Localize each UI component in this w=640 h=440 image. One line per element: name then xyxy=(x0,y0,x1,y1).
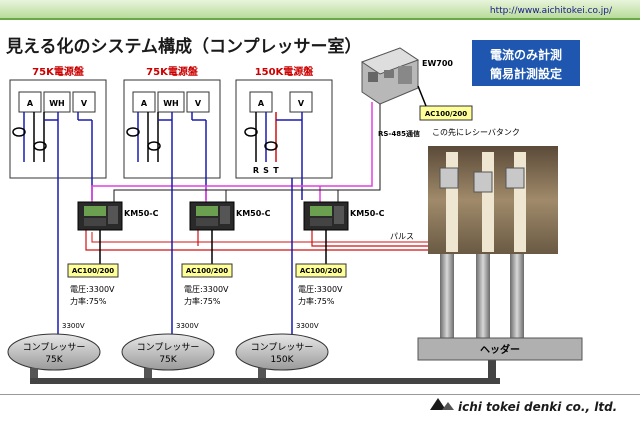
company-logo xyxy=(430,398,454,410)
badge-line1: 電流のみ計測 xyxy=(490,47,562,62)
pulse-label: パルス xyxy=(390,232,414,241)
feed-voltage-1: 3300V xyxy=(62,322,85,330)
ac-label-3-text: AC100/200 xyxy=(300,267,342,275)
company-name: ichi tokei denki co., ltd. xyxy=(458,400,617,414)
voltage-reading-3: 電圧:3300V xyxy=(298,285,343,294)
ac-label-top-text: AC100/200 xyxy=(425,110,467,118)
phase-label-t: T xyxy=(273,166,279,175)
voltage-reading-2: 電圧:3300V xyxy=(184,285,229,294)
compressor-2 xyxy=(121,333,215,371)
phase-label-s: S xyxy=(263,166,269,175)
header-manifold xyxy=(417,337,583,361)
compressor-3-name: コンプレッサー xyxy=(251,342,314,353)
feed-voltage-2: 3300V xyxy=(176,322,199,330)
badge-line2: 簡易計測設定 xyxy=(490,66,562,81)
meter-label: WH xyxy=(49,99,65,108)
compressor-2-size: 75K xyxy=(159,355,177,365)
meter-box xyxy=(289,91,313,113)
pf-reading-3: 力率:75% xyxy=(298,296,335,306)
meter-box xyxy=(43,91,71,113)
ew700-label: EW700 xyxy=(422,59,453,68)
pipe-1 xyxy=(440,254,454,338)
pulse-lines xyxy=(85,226,485,251)
panel-label-1: 75K電源盤 xyxy=(32,65,85,78)
compressor-1-size: 75K xyxy=(45,355,63,365)
header-url: http://www.aichitokei.co.jp/ xyxy=(490,6,613,16)
mode-badge xyxy=(472,40,580,86)
panel-label-3: 150K電源盤 xyxy=(255,65,315,78)
meter-box xyxy=(249,91,273,113)
ac-label-1-text: AC100/200 xyxy=(72,267,114,275)
meter-label: A xyxy=(258,99,265,108)
phase-label-r: R xyxy=(253,166,259,175)
km50-unit-2 xyxy=(189,201,235,231)
pipe-2 xyxy=(476,254,490,338)
ac-label-1 xyxy=(67,263,119,278)
voltage-reading-1: 電圧:3300V xyxy=(70,285,115,294)
compressor-3 xyxy=(235,333,329,371)
pipe-photo xyxy=(428,146,558,254)
compressor-2-name: コンプレッサー xyxy=(137,342,200,353)
panel-label-2: 75K電源盤 xyxy=(146,65,199,78)
receiver-note: この先にレシーバタンク xyxy=(432,127,520,137)
compressor-3-size: 150K xyxy=(270,355,294,365)
ew700-device xyxy=(360,47,420,105)
compressor-1-name: コンプレッサー xyxy=(23,342,86,353)
compressor-pipes xyxy=(30,360,500,384)
ac-label-top xyxy=(419,105,473,121)
pipe-3 xyxy=(510,254,524,338)
km50-label-2: KM50-C xyxy=(236,209,271,218)
meter-box xyxy=(157,91,185,113)
meter-label: A xyxy=(141,99,148,108)
meter-box xyxy=(18,91,42,113)
meter-label: V xyxy=(195,99,202,108)
meter-label: V xyxy=(81,99,88,108)
meter-box xyxy=(132,91,156,113)
rs485-label: RS-485通信 xyxy=(378,129,420,138)
meter-label: V xyxy=(298,99,305,108)
pf-reading-1: 力率:75% xyxy=(70,296,107,306)
meter-label: A xyxy=(27,99,34,108)
meter-label: WH xyxy=(163,99,179,108)
km50-unit-1 xyxy=(77,201,123,231)
feed-lines xyxy=(57,175,293,334)
page-title: 見える化のシステム構成（コンプレッサー室） xyxy=(5,36,361,57)
top-bar xyxy=(0,0,640,18)
ac-label-2-text: AC100/200 xyxy=(186,267,228,275)
feed-voltage-3: 3300V xyxy=(296,322,319,330)
meter-box xyxy=(186,91,210,113)
ac-label-3 xyxy=(295,263,347,278)
km50-label-3: KM50-C xyxy=(350,209,385,218)
header-manifold-label: ヘッダー xyxy=(480,343,520,356)
pf-reading-2: 力率:75% xyxy=(184,296,221,306)
km50-label-1: KM50-C xyxy=(124,209,159,218)
compressor-1 xyxy=(7,333,101,371)
ac-label-2 xyxy=(181,263,233,278)
km50-unit-3 xyxy=(303,201,349,231)
meter-box xyxy=(72,91,96,113)
